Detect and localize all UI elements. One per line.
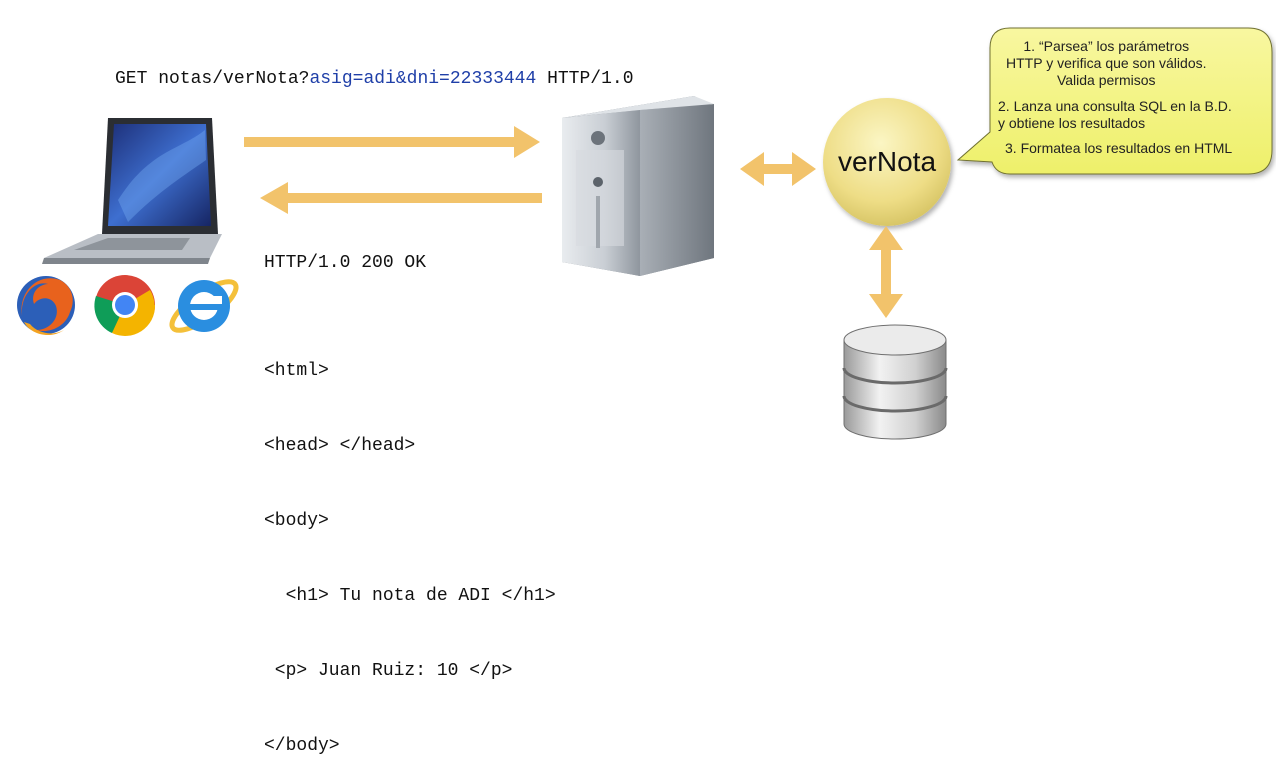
response-body-line: <p> Juan Ruiz: 10 </p> bbox=[264, 661, 513, 681]
response-body-line: <head> </head> bbox=[264, 436, 416, 456]
http-request-line: GET notas/verNota?asig=adi&dni=22333444 … bbox=[115, 67, 634, 92]
callout-bubble bbox=[956, 27, 1273, 175]
request-suffix: HTTP/1.0 bbox=[536, 69, 634, 89]
html-response-body: <html> <head> </head> <body> <h1> Tu not… bbox=[264, 309, 556, 784]
chrome-icon bbox=[94, 275, 156, 336]
callout-step-1: 1. “Parsea” los parámetros HTTP y verifi… bbox=[1006, 38, 1207, 88]
internet-explorer-icon bbox=[169, 279, 239, 333]
response-body-line: <h1> Tu nota de ADI </h1> bbox=[264, 586, 556, 606]
response-arrow bbox=[260, 182, 542, 214]
request-params: asig=adi&dni=22333444 bbox=[309, 69, 537, 89]
database-icon bbox=[842, 324, 948, 440]
laptop-icon bbox=[42, 118, 222, 264]
vernota-node bbox=[823, 98, 951, 226]
server-node-arrow bbox=[740, 152, 816, 186]
request-arrow bbox=[244, 126, 540, 158]
node-db-arrow bbox=[869, 226, 903, 318]
vernota-label: verNota bbox=[837, 146, 937, 177]
server-tower-icon bbox=[562, 96, 714, 276]
response-body-line: </body> bbox=[264, 736, 340, 756]
http-response-status: HTTP/1.0 200 OK bbox=[264, 253, 427, 273]
firefox-icon bbox=[17, 276, 75, 336]
request-prefix: GET notas/verNota? bbox=[115, 69, 310, 89]
callout-step-3: 3. Formatea los resultados en HTML bbox=[1005, 140, 1233, 156]
response-body-line: <body> bbox=[264, 511, 329, 531]
diagram-canvas bbox=[17, 27, 1273, 440]
callout-step-2: 2. Lanza una consulta SQL en la B.D. y o… bbox=[998, 98, 1232, 131]
response-body-line: <html> bbox=[264, 361, 329, 381]
